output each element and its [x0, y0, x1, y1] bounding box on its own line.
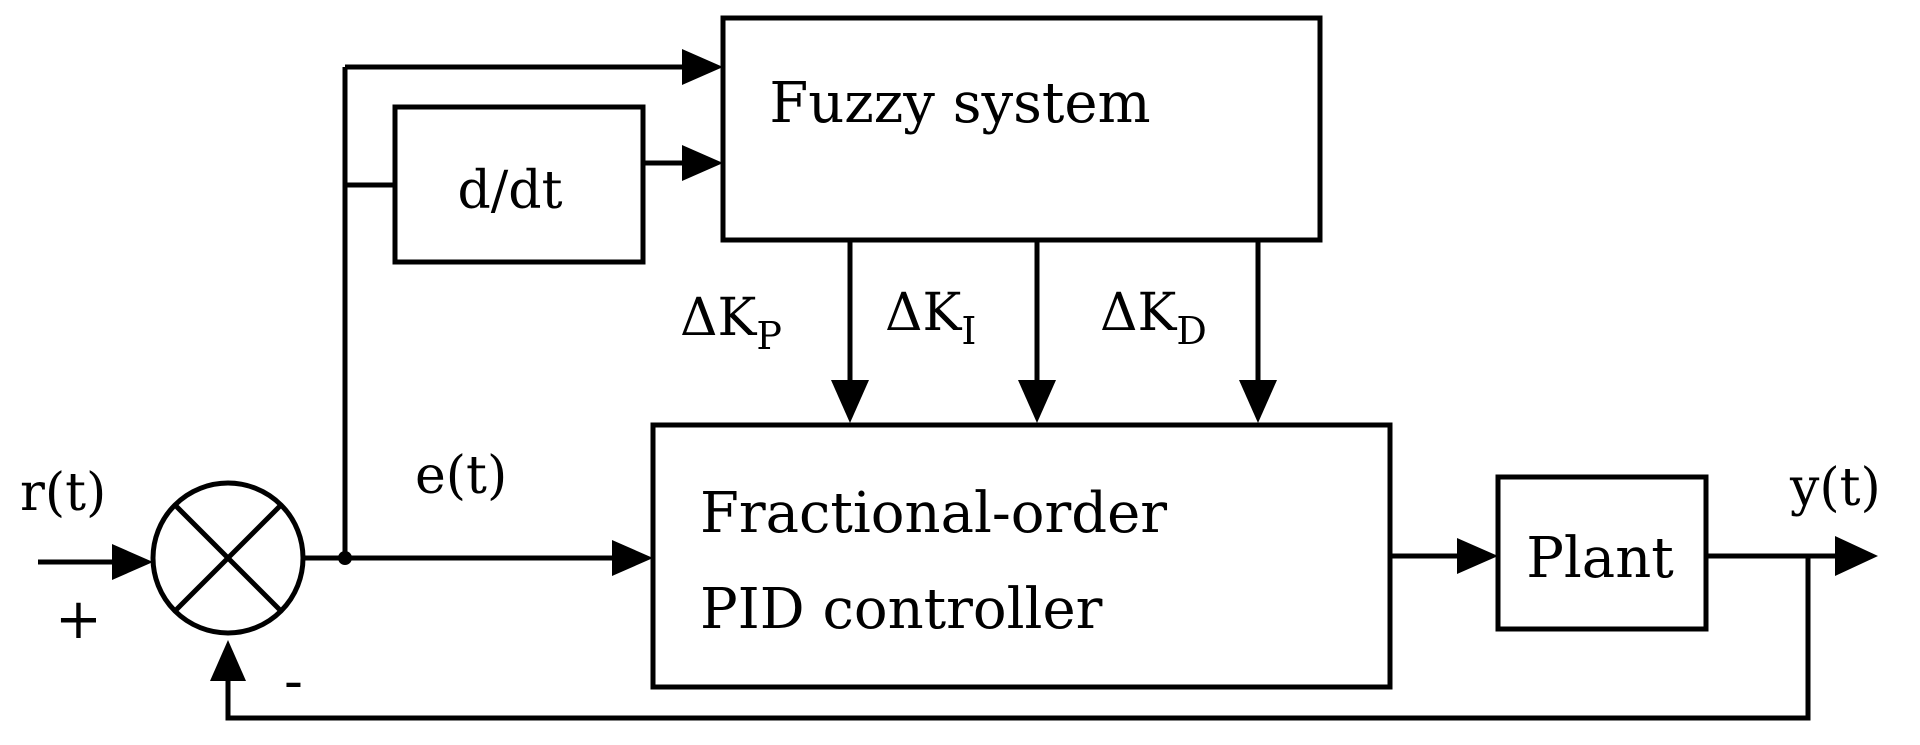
plus-sign: + — [55, 587, 102, 652]
output-signal-label: y(t) — [1789, 458, 1881, 518]
controller-label-line1: Fractional-order — [700, 481, 1167, 546]
plant-block — [1495, 474, 1709, 632]
fuzzy-system-block — [720, 15, 1323, 243]
derivative-label: d/dt — [458, 161, 563, 221]
delta-kp-label: ΔKP — [680, 288, 782, 358]
delta-kd-label: ΔKD — [1100, 283, 1207, 353]
controller-label-line2: PID controller — [700, 577, 1103, 642]
error-signal-label: e(t) — [415, 446, 507, 506]
delta-ki-label: ΔKI — [885, 283, 976, 353]
fuzzy-system-label: Fuzzy system — [769, 71, 1150, 136]
controller-block — [650, 422, 1393, 690]
signal-wires — [38, 49, 1878, 721]
minus-sign: - — [284, 649, 303, 714]
summing-junction — [150, 480, 306, 636]
reference-signal-label: r(t) — [20, 463, 106, 523]
plant-label: Plant — [1526, 526, 1674, 591]
